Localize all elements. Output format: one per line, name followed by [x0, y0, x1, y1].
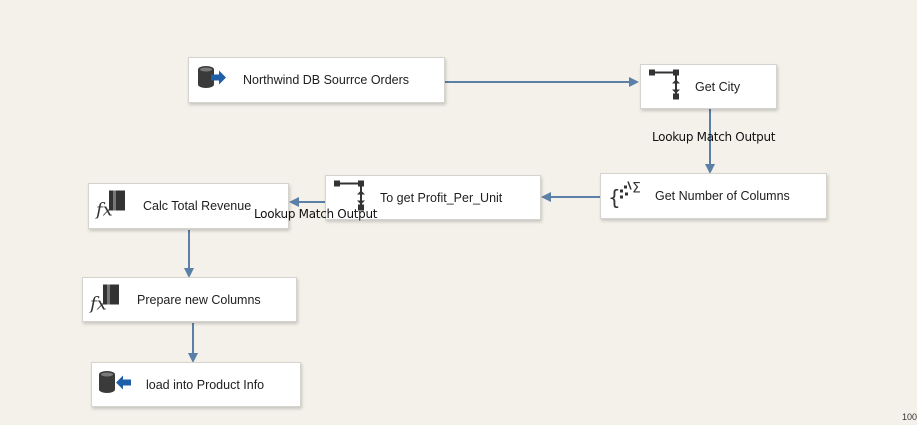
load-product-info-node-label: load into Product Info	[146, 377, 265, 392]
profit-per-unit-node[interactable]: To get Profit_Per_Unit	[325, 175, 541, 220]
svg-text:fx: fx	[95, 200, 113, 219]
get-city-node[interactable]: Get City	[640, 64, 777, 109]
calc-total-revenue-node[interactable]: fx Calc Total Revenue	[88, 183, 289, 229]
svg-text:fx: fx	[89, 293, 107, 312]
load-product-info-node[interactable]: load into Product Info	[91, 362, 301, 407]
zoom-level: 100	[901, 412, 917, 422]
derived-column-icon: fx	[88, 282, 123, 317]
edge-label-lookup-match-output: Lookup Match Output	[652, 130, 776, 144]
database-destination-icon	[98, 369, 132, 400]
prepare-new-columns-node-label: Prepare new Columns	[137, 292, 261, 307]
source-node[interactable]: Northwind DB Sourrce Orders	[188, 57, 445, 103]
svg-text:{: {	[608, 186, 621, 210]
lookup-icon	[332, 178, 366, 217]
source-node-label: Northwind DB Sourrce Orders	[243, 73, 410, 87]
profit-per-unit-node-label: To get Profit_Per_Unit	[380, 190, 503, 205]
get-city-node-label: Get City	[695, 79, 741, 94]
derived-column-icon: fx	[94, 189, 129, 224]
aggregate-icon: { Σ	[607, 178, 647, 215]
get-number-of-columns-node-label: Get Number of Columns	[655, 189, 790, 203]
lookup-icon	[647, 67, 681, 106]
edge-label-lookup-match-output: Lookup Match Output	[254, 207, 378, 221]
database-source-icon	[197, 65, 227, 96]
prepare-new-columns-node[interactable]: fx Prepare new Columns	[82, 277, 297, 322]
svg-text:Σ: Σ	[632, 181, 641, 197]
get-number-of-columns-node[interactable]: { Σ Get Number of Columns	[600, 173, 827, 219]
calc-total-revenue-node-label: Calc Total Revenue	[143, 199, 252, 213]
